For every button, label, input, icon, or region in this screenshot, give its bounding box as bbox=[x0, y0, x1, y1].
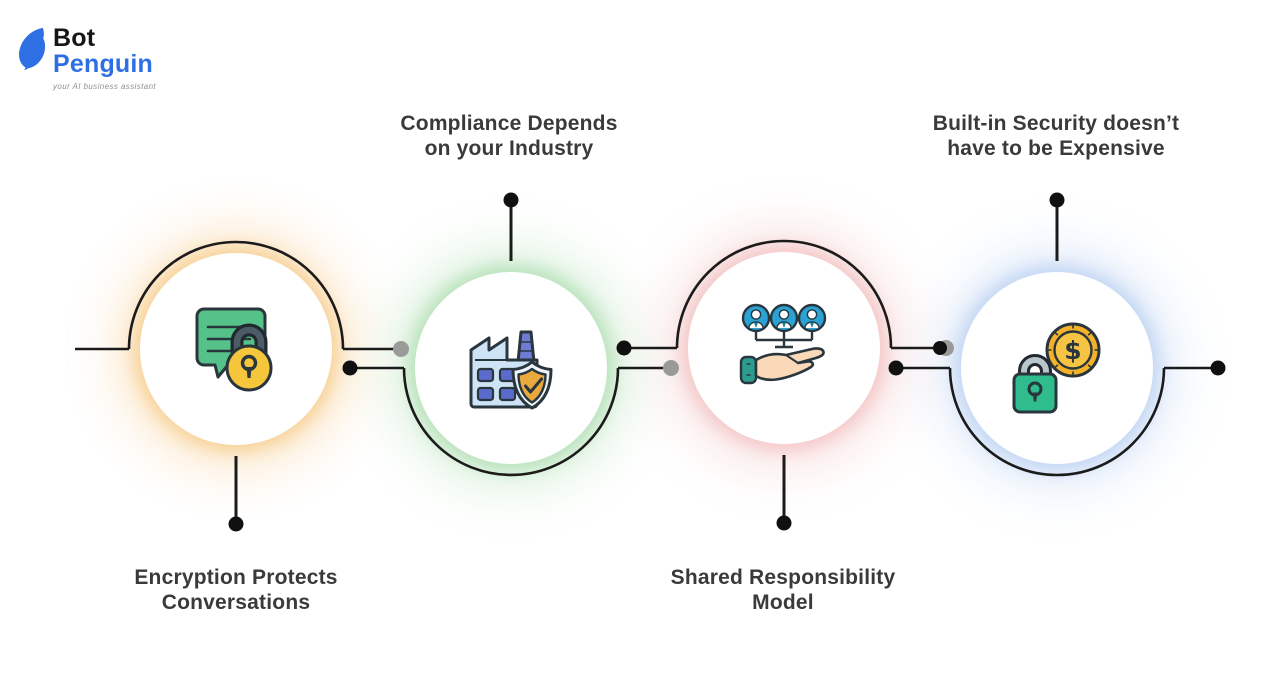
botpenguin-logo: Bot Penguin your AI business assistant bbox=[16, 26, 156, 91]
people-hand-icon bbox=[739, 303, 827, 385]
label-shared-responsibility: Shared Responsibility Model bbox=[670, 566, 896, 614]
label-built-in-security: Built-in Security doesn’t have to be Exp… bbox=[932, 112, 1180, 160]
node-circle-shared-responsibility bbox=[688, 252, 880, 444]
logo-word-bot: Bot bbox=[53, 24, 96, 52]
factory-shield-icon bbox=[469, 330, 553, 410]
node-circle-built-in-security: $ bbox=[961, 272, 1153, 464]
label-encryption: Encryption Protects Conversations bbox=[134, 566, 338, 614]
node-circle-compliance bbox=[415, 272, 607, 464]
chat-lock-icon bbox=[195, 307, 273, 392]
node-circle-encryption bbox=[140, 253, 332, 445]
label-compliance: Compliance Depends on your Industry bbox=[400, 112, 618, 160]
logo-word-penguin: Penguin bbox=[53, 50, 154, 78]
penguin-logo-icon bbox=[19, 28, 46, 70]
lock-coin-icon: $ bbox=[1012, 322, 1101, 414]
svg-text:$: $ bbox=[1064, 336, 1081, 365]
logo-tagline: your AI business assistant bbox=[53, 82, 157, 91]
